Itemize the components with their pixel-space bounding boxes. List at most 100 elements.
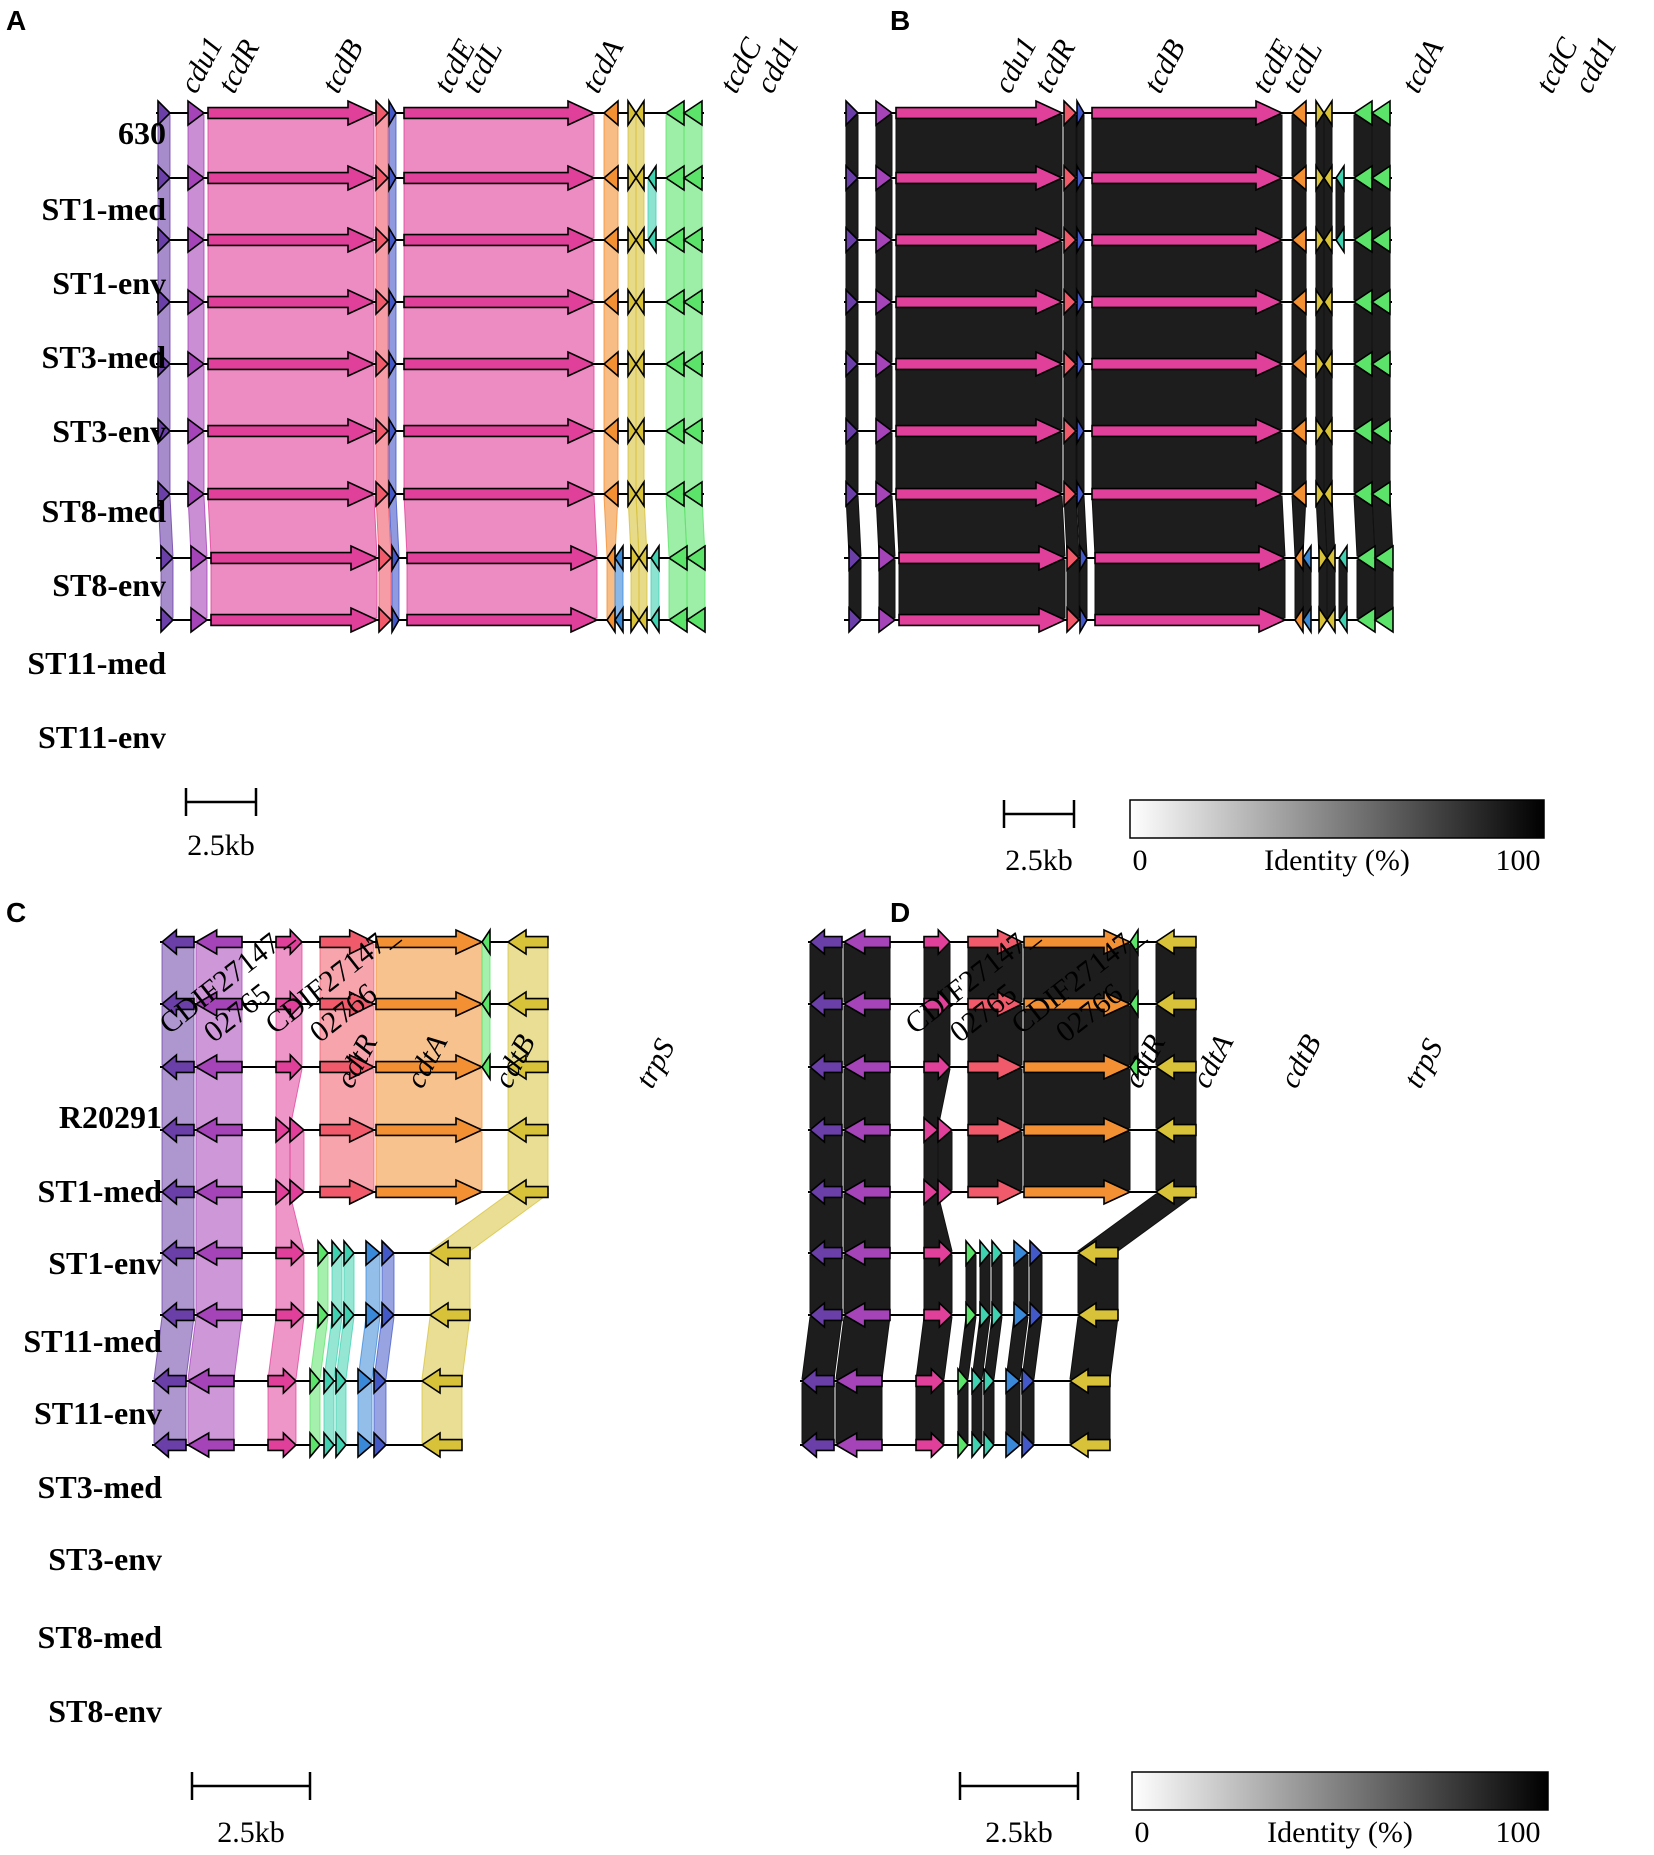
orfT-gene-arrow (1335, 163, 1345, 193)
cdu1-gene-arrow (157, 226, 172, 254)
tcdC-gene-arrow (1290, 480, 1307, 508)
cdd2-gene-arrow (1370, 417, 1391, 445)
genome-track-4 (156, 349, 704, 379)
cdtR-gene-arrow (267, 1431, 298, 1459)
tcdX-gene-arrow (627, 479, 637, 509)
cdtR-gene-arrow (923, 1053, 952, 1081)
cdif02765-gene-arrow (808, 1301, 843, 1329)
tcdL-gene-arrow (388, 479, 397, 509)
panel-c-tracks (152, 927, 549, 1460)
strain-label: ST11-env (38, 719, 166, 755)
orf3-gene-arrow (983, 1366, 996, 1396)
genome-track-8 (800, 1430, 1111, 1460)
tcdY-gene-arrow (1323, 479, 1333, 509)
tcdE-gene-arrow (1063, 350, 1078, 378)
cdd2-gene-arrow (682, 288, 703, 316)
tcdR-gene-arrow (875, 99, 894, 127)
panel-c-homology-links (153, 943, 550, 1444)
cdif02765-homology-band (161, 1068, 195, 1129)
cdtR-gene-arrow (923, 990, 952, 1018)
cdd2-gene-arrow (682, 480, 703, 508)
genome-track-7 (800, 1366, 1111, 1396)
orf3-gene-arrow (991, 1300, 1004, 1330)
tcdA-gene-arrow (1094, 606, 1287, 634)
cdtB-gene-arrow (375, 1178, 484, 1206)
tcdA-identity-band (1091, 114, 1283, 177)
orf1-gene-arrow (317, 1238, 330, 1268)
cdu1-gene-arrow (160, 544, 175, 572)
panel-d-letter: D (890, 897, 910, 928)
cdtA-gene-arrow (319, 990, 376, 1018)
tcdL-gene-arrow (1079, 605, 1088, 635)
tcdL-gene-arrow (1076, 416, 1085, 446)
gene-label-cdtB: cdtB (1273, 1029, 1328, 1093)
cdu1-gene-arrow (157, 288, 172, 316)
genome-track-3 (844, 287, 1392, 317)
tcdY-gene-arrow (1323, 349, 1333, 379)
genome-track-8 (156, 605, 706, 635)
tcdY-gene-arrow (638, 605, 648, 635)
cdif02766-identity-band (843, 943, 891, 1003)
cdd2-gene-arrow (1370, 164, 1391, 192)
strain-label: ST8-env (48, 1693, 162, 1729)
tcdC-gene-arrow (1290, 288, 1307, 316)
orf3-gene-arrow (991, 1238, 1004, 1268)
gene-label-trpS: trpS (629, 1034, 682, 1094)
tcdR-gene-arrow (875, 350, 894, 378)
panel-d-scale-bar: 2.5kb (958, 1772, 1080, 1849)
cdu1-gene-arrow (848, 544, 863, 572)
cdd2-gene-arrow (685, 606, 706, 634)
tcdC-gene-arrow (602, 99, 619, 127)
tcdX-gene-arrow (1315, 349, 1325, 379)
panel-a-tracks (156, 98, 706, 635)
genome-track-3 (156, 287, 704, 317)
tcdL-gene-arrow (391, 605, 400, 635)
tcdB-gene-arrow (207, 288, 376, 316)
cdif02765-gene-arrow (160, 928, 195, 956)
orfB-gene-arrow (614, 605, 624, 635)
tcdA-identity-band (1091, 365, 1283, 430)
strain-label: ST3-env (52, 413, 166, 449)
strain-label: ST8-med (38, 1619, 163, 1655)
cdif02765-identity-band (801, 1316, 843, 1380)
cdif02765-gene-arrow (160, 1116, 195, 1144)
genome-track-0 (844, 98, 1392, 128)
cdu1-gene-arrow (845, 226, 860, 254)
orfT-gene-arrow (650, 543, 660, 573)
panel-a-letter: A (6, 5, 26, 36)
cdtR-gene-arrow (923, 928, 952, 956)
orfG-gene-arrow (481, 1052, 491, 1082)
orfT-gene-arrow (1338, 605, 1348, 635)
orf2-gene-arrow (971, 1366, 984, 1396)
scale-label: 2.5kb (1005, 844, 1073, 877)
tcdA-homology-band (403, 114, 595, 177)
tcdE-gene-arrow (378, 606, 393, 634)
trpS-gene-arrow (1154, 928, 1197, 956)
tcdA-gene-arrow (1091, 226, 1284, 254)
cdd2-gene-arrow (1370, 480, 1391, 508)
orf4-gene-arrow (1005, 1367, 1022, 1395)
tcdA-identity-band (1091, 303, 1283, 363)
cdtR-gene-arrow (923, 1301, 954, 1329)
tcdA-gene-arrow (403, 288, 596, 316)
cdif02766-homology-band (195, 1254, 243, 1314)
orfT-gene-arrow (650, 605, 660, 635)
tcdL-gene-arrow (388, 349, 397, 379)
genome-track-1 (808, 989, 1197, 1019)
tcdB-gene-arrow (207, 480, 376, 508)
cdtR-gene-arrow (923, 1178, 940, 1206)
trpS-identity-band (1069, 1382, 1111, 1444)
tcdE-gene-arrow (375, 417, 390, 445)
gene-label-cdd1: cdd1 (749, 31, 806, 98)
genome-track-2 (844, 225, 1392, 255)
tcdL-gene-arrow (1076, 225, 1085, 255)
cdtR-homology-band (267, 1382, 297, 1444)
genome-track-5 (160, 1238, 471, 1268)
tcdR-gene-arrow (187, 164, 206, 192)
tcdB-gene-arrow (210, 606, 379, 634)
tcdY-gene-arrow (638, 543, 648, 573)
tcdC-gene-arrow (602, 417, 619, 445)
gene-label-tcdA: tcdA (1395, 34, 1450, 99)
cdu1-gene-arrow (845, 480, 860, 508)
